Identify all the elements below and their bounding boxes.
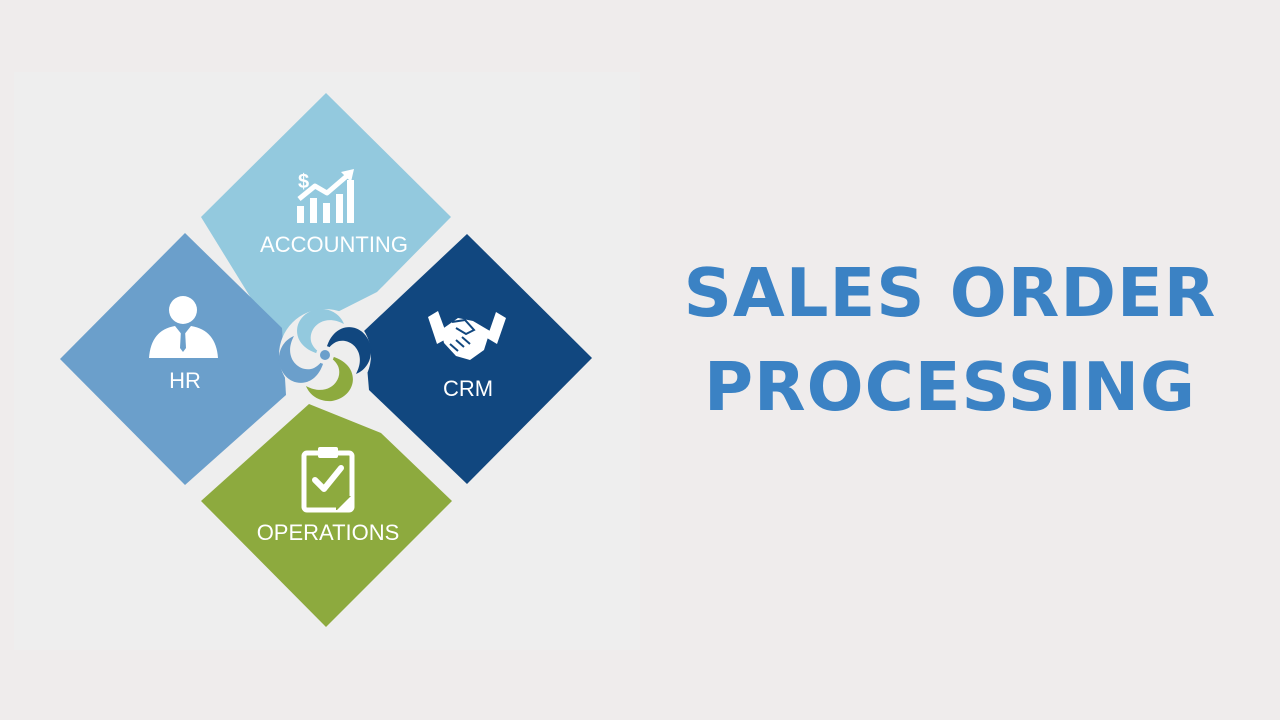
operations-tile-shape <box>201 404 452 627</box>
svg-text:$: $ <box>298 171 309 193</box>
tile-hr: HR <box>60 233 286 485</box>
clipboard-check-icon <box>301 447 355 513</box>
swirl-icon <box>278 308 372 402</box>
page-title: SALES ORDER PROCESSING <box>660 246 1240 434</box>
hr-tile-shape <box>60 233 286 485</box>
crm-label: CRM <box>443 376 493 401</box>
title-line-1: SALES ORDER <box>683 254 1217 332</box>
tile-operations: OPERATIONS <box>201 404 452 627</box>
person-icon <box>149 296 218 358</box>
hr-label: HR <box>169 368 201 393</box>
accounting-label: ACCOUNTING <box>260 232 408 257</box>
tile-accounting: $ ACCOUNTING <box>201 93 451 342</box>
title-line-2: PROCESSING <box>703 348 1197 426</box>
handshake-icon <box>428 311 506 360</box>
tile-crm: CRM <box>364 234 592 484</box>
operations-label: OPERATIONS <box>257 520 400 545</box>
crm-tile-shape <box>364 234 592 484</box>
growth-chart-dollar-icon: $ <box>297 169 354 223</box>
